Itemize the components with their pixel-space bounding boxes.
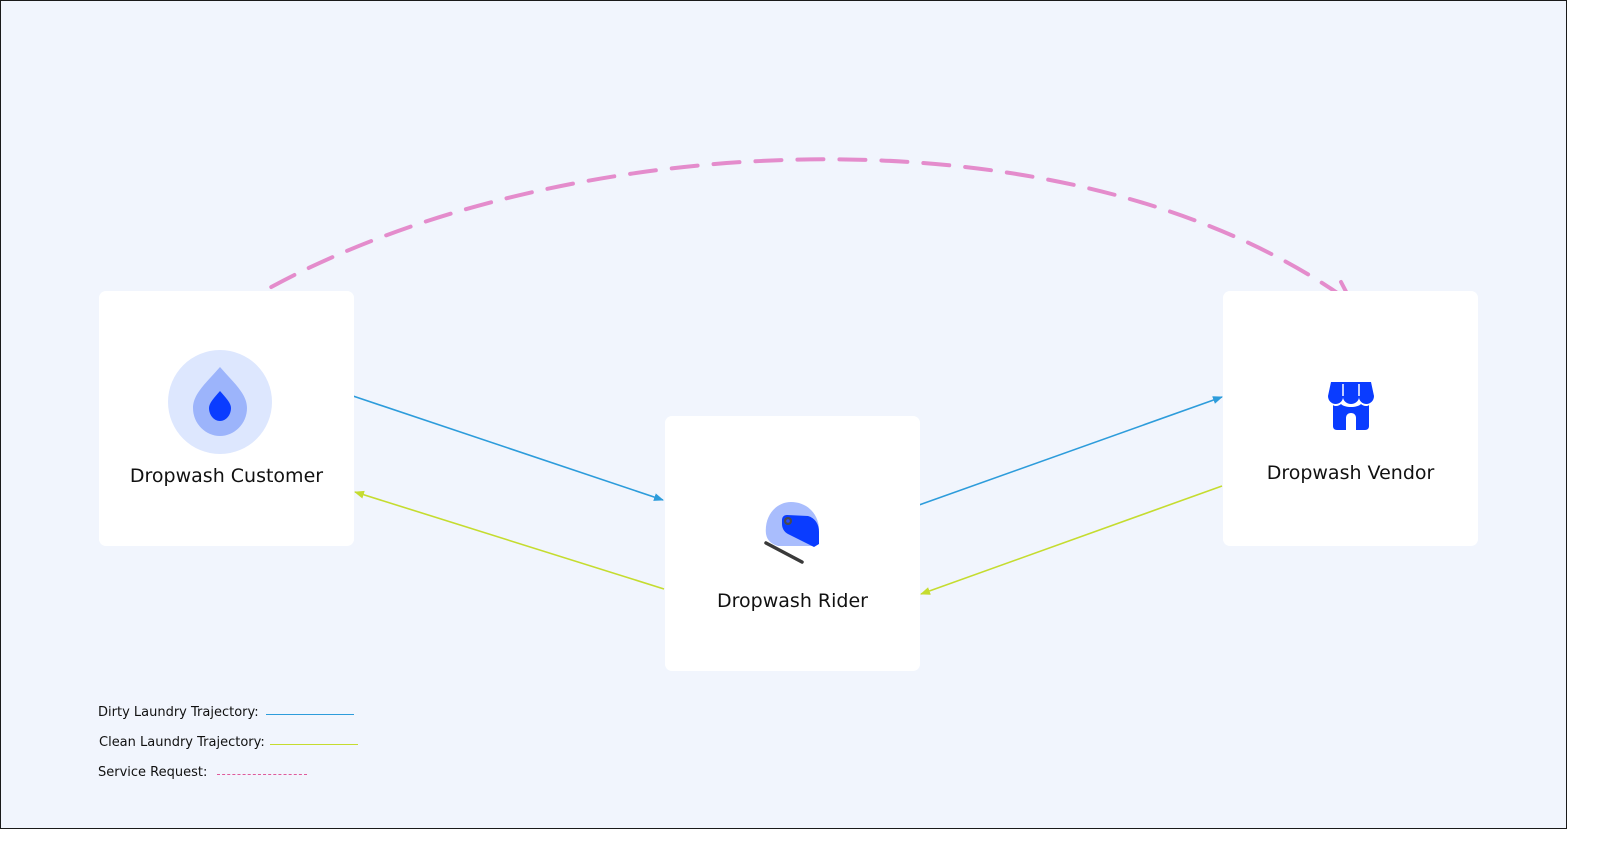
legend-service-line: [217, 774, 307, 775]
legend-clean-line: [270, 744, 358, 745]
rider-label: Dropwash Rider: [717, 590, 868, 612]
customer-label: Dropwash Customer: [129, 465, 324, 487]
clean-arrow-vendor-to-rider: [920, 485, 1223, 595]
diagram-canvas: Dropwash Customer Dropwash Rider D: [0, 0, 1567, 829]
legend-dirty: Dirty Laundry Trajectory:: [98, 705, 259, 720]
rider-card: Dropwash Rider: [665, 416, 920, 671]
clean-arrow-rider-to-customer: [354, 490, 665, 590]
vendor-card: Dropwash Vendor: [1223, 291, 1478, 546]
legend-service: Service Request:: [98, 765, 207, 780]
service-request-arc: [233, 157, 1355, 310]
dirty-arrow-rider-to-vendor: [918, 396, 1223, 506]
storefront-icon: [1327, 380, 1375, 436]
dirty-arrow-customer-to-rider: [352, 395, 664, 501]
legend-clean-label: Clean Laundry Trajectory:: [99, 735, 265, 750]
legend-dirty-line: [266, 714, 354, 715]
customer-card: Dropwash Customer: [99, 291, 354, 546]
legend-clean: Clean Laundry Trajectory:: [99, 735, 265, 750]
legend-service-label: Service Request:: [98, 765, 208, 780]
water-drop-icon: [168, 350, 272, 458]
vendor-label: Dropwash Vendor: [1266, 462, 1435, 484]
helmet-icon: [760, 498, 824, 568]
legend-dirty-label: Dirty Laundry Trajectory:: [98, 705, 259, 720]
